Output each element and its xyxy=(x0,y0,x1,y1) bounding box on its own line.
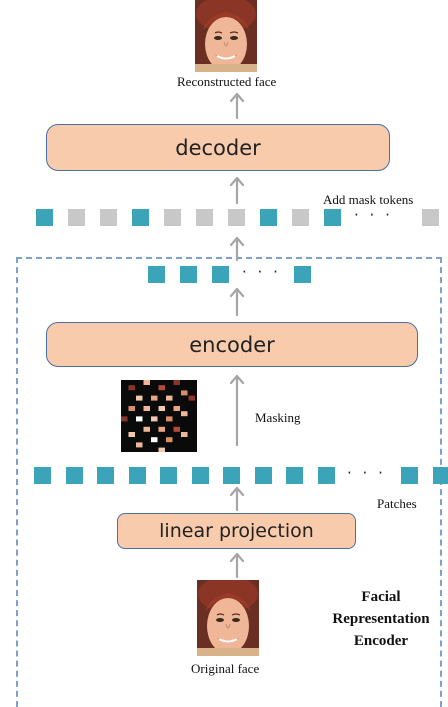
visible-token xyxy=(180,266,197,283)
visible-patch xyxy=(181,390,188,395)
visible-token xyxy=(97,467,114,484)
visible-patch xyxy=(181,432,188,437)
flow-arrow xyxy=(231,376,243,445)
visible-patch xyxy=(159,427,166,432)
visible-patch xyxy=(174,427,181,432)
mask-token xyxy=(164,209,181,226)
visible-patch xyxy=(129,406,136,411)
visible-patch xyxy=(189,396,196,401)
visible-patch xyxy=(121,416,128,421)
visible-patch xyxy=(129,385,136,390)
visible-token xyxy=(260,209,277,226)
visible-token xyxy=(433,467,448,484)
flow-arrow xyxy=(231,488,243,510)
visible-token xyxy=(318,467,335,484)
visible-token xyxy=(66,467,83,484)
visible-patch xyxy=(136,416,143,421)
visible-patch xyxy=(136,442,143,447)
encoder-block: encoder xyxy=(46,322,418,367)
flow-arrow xyxy=(231,238,243,260)
visible-patch xyxy=(151,437,158,442)
visible-token xyxy=(294,266,311,283)
linear-projection-block: linear projection xyxy=(117,513,356,549)
reconstructed-face-label: Reconstructed face xyxy=(177,74,276,90)
mask-token xyxy=(228,209,245,226)
ellipsis: · · · xyxy=(347,464,386,482)
visible-token xyxy=(192,467,209,484)
visible-patch xyxy=(136,396,143,401)
visible-patch xyxy=(144,427,151,432)
visible-patch xyxy=(129,432,136,437)
visible-token xyxy=(401,467,418,484)
flow-arrow xyxy=(231,94,243,118)
original-face-image xyxy=(197,580,259,656)
mask-token xyxy=(422,209,439,226)
visible-patch xyxy=(174,406,181,411)
visible-token xyxy=(34,467,51,484)
reconstructed-face-image xyxy=(195,0,257,72)
visible-token xyxy=(212,266,229,283)
visible-token xyxy=(36,209,53,226)
original-face-label: Original face xyxy=(191,661,259,677)
visible-token xyxy=(223,467,240,484)
visible-patch xyxy=(181,411,188,416)
visible-token xyxy=(132,209,149,226)
visible-token xyxy=(286,467,303,484)
visible-patch xyxy=(144,380,151,385)
visible-patch xyxy=(144,406,151,411)
visible-token xyxy=(324,209,341,226)
visible-token xyxy=(129,467,146,484)
visible-token xyxy=(148,266,165,283)
visible-patch xyxy=(151,396,158,401)
visible-patch xyxy=(151,416,158,421)
mask-token xyxy=(68,209,85,226)
visible-patch xyxy=(159,448,166,452)
mask-token xyxy=(100,209,117,226)
visible-token xyxy=(160,467,177,484)
visible-patch xyxy=(166,396,173,401)
visible-patch xyxy=(174,380,181,385)
visible-patch xyxy=(159,385,166,390)
ellipsis: · · · xyxy=(354,206,393,224)
flow-arrow xyxy=(231,554,243,577)
mask-token xyxy=(292,209,309,226)
ellipsis: · · · xyxy=(242,263,281,281)
flow-arrow xyxy=(231,178,243,203)
visible-patch xyxy=(166,437,173,442)
visible-patch xyxy=(166,416,173,421)
decoder-block: decoder xyxy=(46,124,390,171)
visible-token xyxy=(255,467,272,484)
flow-arrow xyxy=(231,289,243,315)
mask-token xyxy=(196,209,213,226)
patches-label: Patches xyxy=(377,496,417,512)
visible-patch xyxy=(159,406,166,411)
masking-label: Masking xyxy=(255,410,301,426)
masked-face-image xyxy=(121,380,197,452)
